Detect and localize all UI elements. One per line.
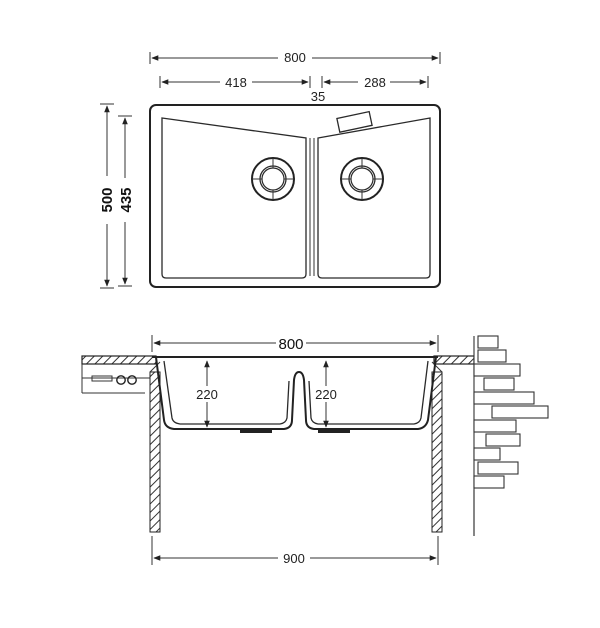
dimension-total-width: 800 — [149, 50, 441, 65]
countertop-left — [81, 355, 157, 394]
right-bowl-width-label: 288 — [364, 75, 386, 90]
dimension-cabinet-width: 900 — [151, 536, 439, 566]
sink-top-outline — [149, 104, 441, 288]
front-view: 800 — [81, 335, 549, 566]
divider-width-label: 35 — [311, 89, 325, 104]
total-width-label: 800 — [284, 50, 306, 65]
left-bowl-width-label: 418 — [225, 75, 247, 90]
inner-depth-label: 435 — [118, 187, 135, 212]
cabinet-left-panel — [149, 371, 161, 533]
left-bowl-depth-label: 220 — [196, 387, 218, 402]
top-view: 800 418 288 35 500 — [99, 50, 441, 289]
outer-depth-label: 500 — [99, 187, 116, 212]
dimension-right-bowl: 288 — [321, 75, 429, 90]
front-width-label: 800 — [278, 336, 303, 353]
dimension-left-bowl: 418 — [159, 75, 311, 90]
countertop-right — [433, 355, 475, 365]
dimension-right-bowl-depth: 220 — [315, 360, 337, 428]
cabinet-width-label: 900 — [283, 551, 305, 566]
dimension-outer-depth: 500 — [99, 103, 116, 289]
dimension-front-width: 800 — [151, 335, 439, 353]
right-bowl-depth-label: 220 — [315, 387, 337, 402]
cabinet-right-panel — [431, 371, 443, 533]
left-drain-icon — [251, 157, 295, 201]
dimension-left-bowl-depth: 220 — [196, 360, 218, 428]
brick-wall — [473, 335, 549, 536]
sink-section — [152, 356, 438, 433]
right-drain-icon — [340, 157, 384, 201]
dimension-inner-depth: 435 — [118, 115, 135, 287]
